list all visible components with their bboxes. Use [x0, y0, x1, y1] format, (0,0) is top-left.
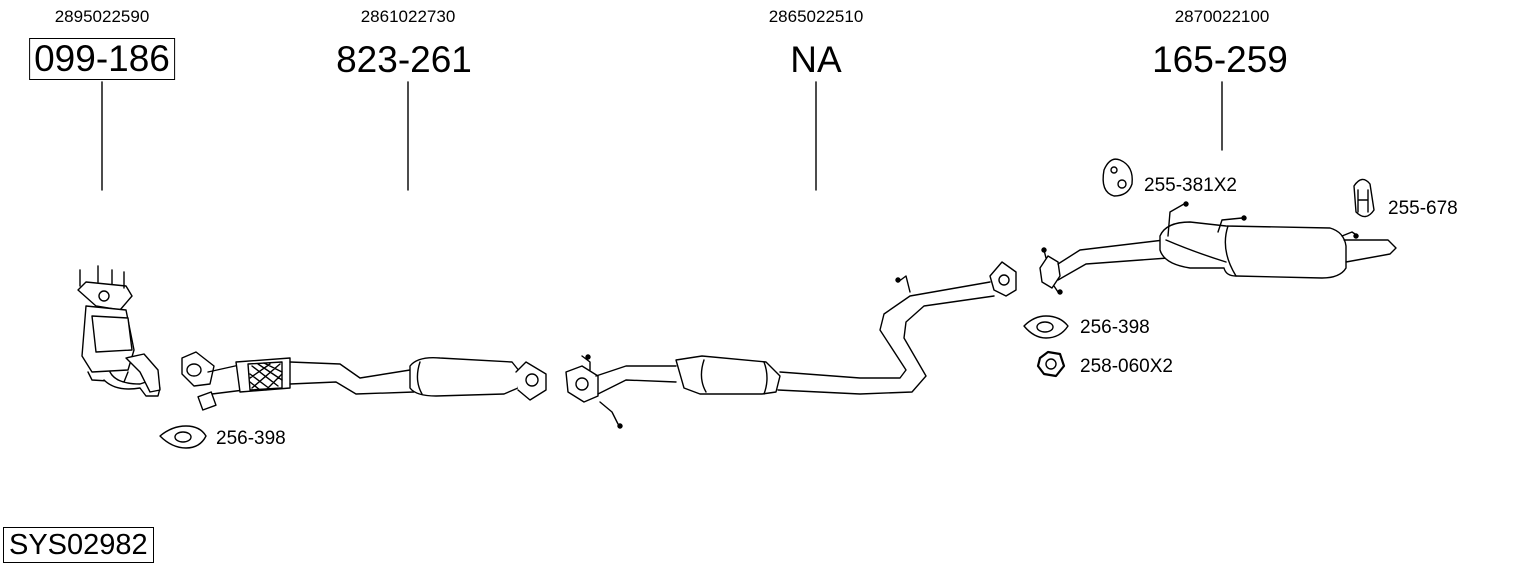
oe-number-3: 2865022510: [768, 7, 864, 26]
manifold-converter-part: [77, 265, 161, 397]
oe-number-4: 2870022100: [1174, 7, 1270, 26]
gasket-front-icon: [159, 425, 207, 449]
oe-number-2: 2861022730: [360, 7, 456, 26]
accessory-hanger-bracket-label[interactable]: 255-678: [1388, 198, 1458, 219]
part-number-2[interactable]: 823-261: [336, 39, 472, 80]
accessory-hanger-rubber-label[interactable]: 255-381X2: [1144, 175, 1237, 196]
accessory-gasket-rear-label[interactable]: 256-398: [1080, 317, 1150, 338]
accessory-nut-label[interactable]: 258-060X2: [1080, 356, 1173, 377]
gasket-rear-icon: [1023, 315, 1069, 339]
hanger-rubber-icon: [1102, 158, 1133, 197]
front-pipe-part: [181, 351, 547, 411]
middle-pipe-part: [565, 261, 1017, 429]
hanger-bracket-icon: [1353, 178, 1375, 218]
accessory-gasket-front-label[interactable]: 256-398: [216, 428, 286, 449]
system-code: SYS02982: [3, 527, 154, 563]
part-number-4[interactable]: 165-259: [1152, 39, 1288, 80]
rear-silencer-part: [1039, 201, 1397, 295]
oe-number-1: 2895022590: [54, 7, 150, 26]
part-number-3[interactable]: NA: [790, 39, 842, 80]
part-number-1[interactable]: 099-186: [29, 38, 175, 80]
nut-icon: [1036, 350, 1066, 378]
